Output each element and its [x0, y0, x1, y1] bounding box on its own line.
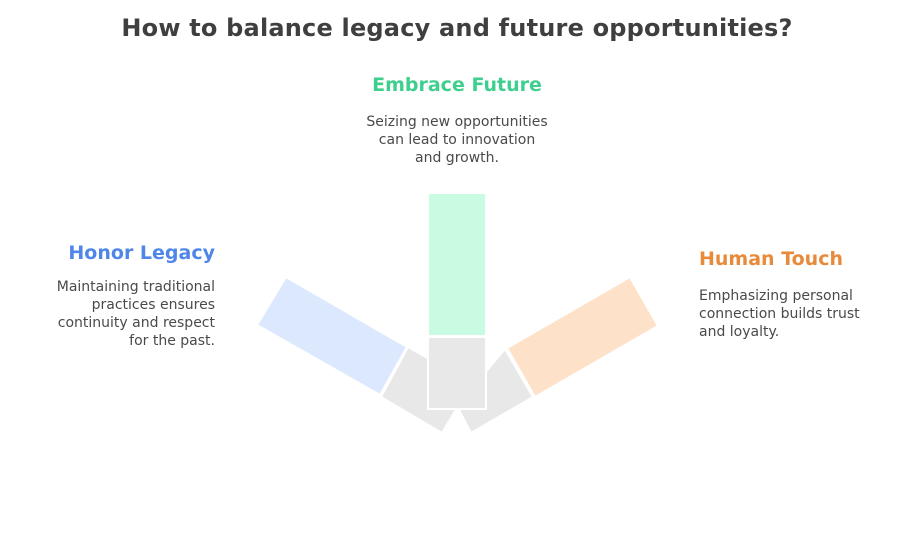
embrace-future-blade: [427, 192, 487, 337]
human-touch-description: Emphasizing personal connection builds t…: [699, 288, 860, 340]
honor-legacy-blade: [255, 275, 409, 397]
embrace-future-heading: Embrace Future: [372, 74, 542, 96]
human-touch-blade: [505, 275, 660, 399]
embrace-future-description: Seizing new opportunities can lead to in…: [366, 114, 548, 166]
diagram-title: How to balance legacy and future opportu…: [121, 14, 793, 42]
human-touch-heading: Human Touch: [699, 248, 843, 270]
embrace-future-hub-segment: [427, 336, 487, 410]
honor-legacy-heading: Honor Legacy: [68, 242, 215, 264]
honor-legacy-description: Maintaining traditional practices ensure…: [56, 279, 215, 349]
